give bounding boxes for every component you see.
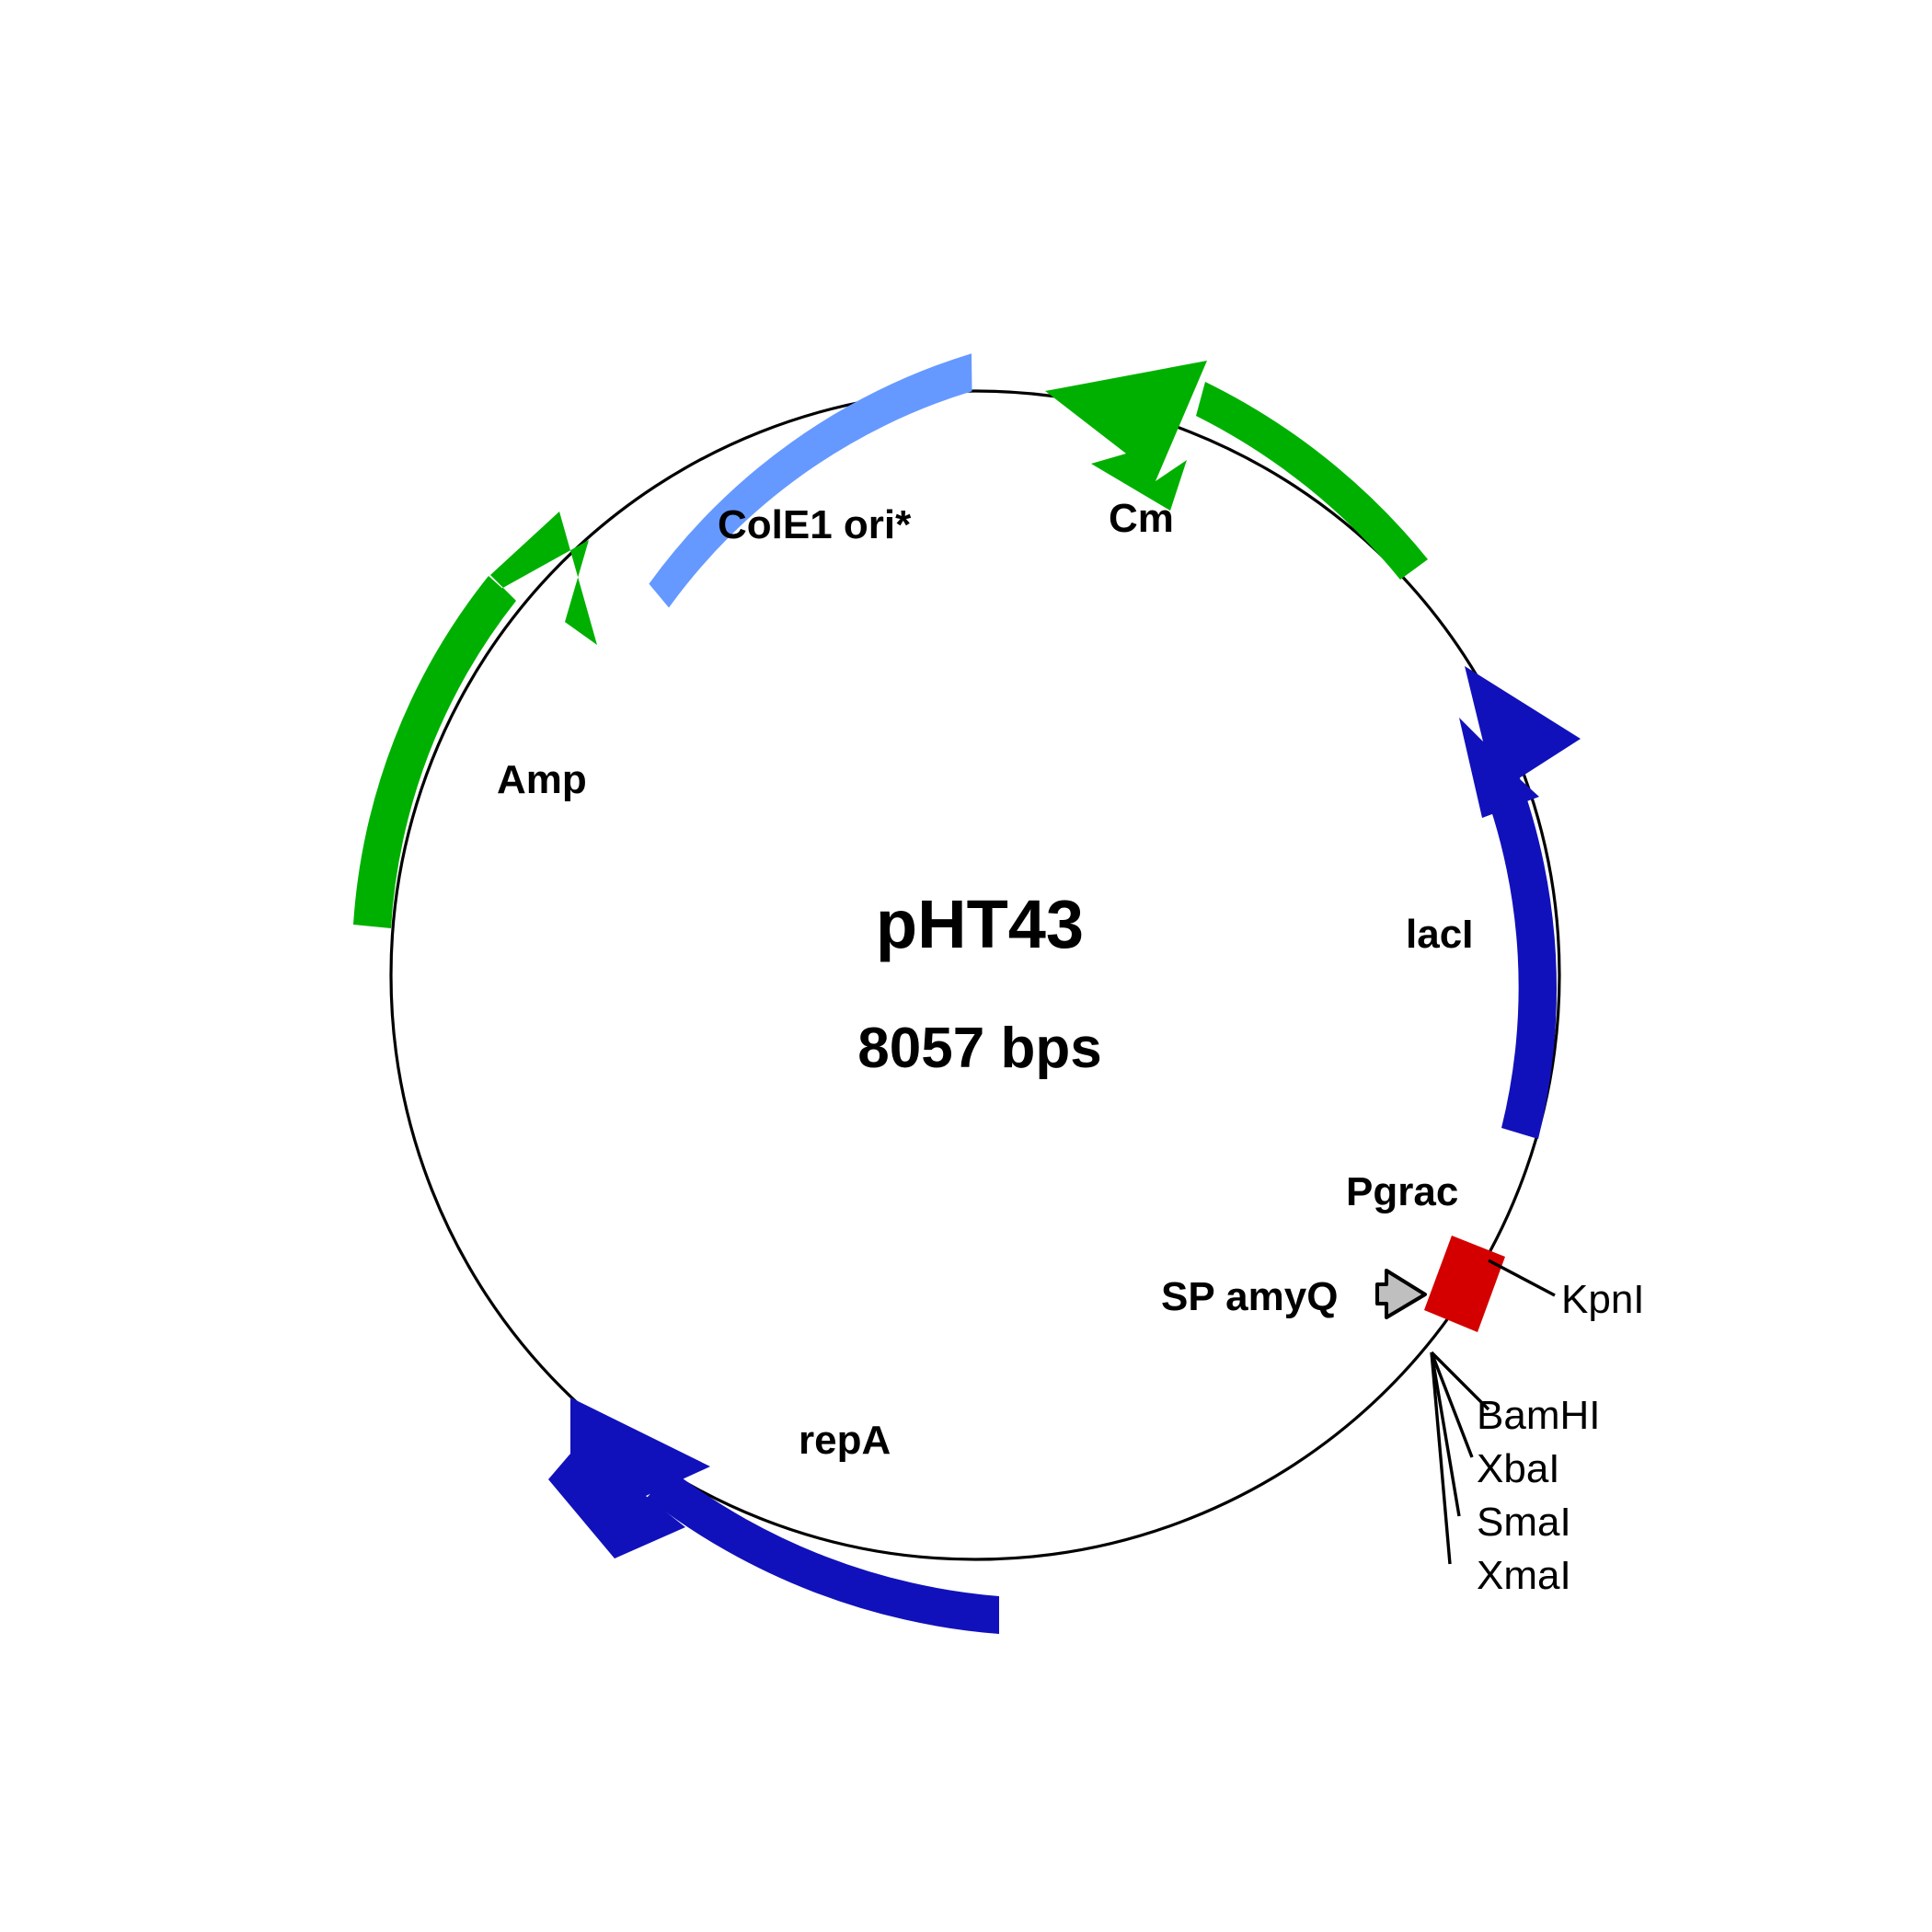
plasmid-backbone-circle — [389, 389, 1561, 1561]
feature-amp[interactable] — [353, 512, 597, 928]
feature-sp-amyq[interactable] — [1375, 1269, 1427, 1319]
repa-arrow-body — [647, 1470, 999, 1634]
site-label-xbai: XbaI — [1477, 1446, 1560, 1491]
laci-arrow-body — [1483, 776, 1557, 1139]
feature-label-pgrac: Pgrac — [1346, 1169, 1458, 1214]
site-label-kpni: KpnI — [1561, 1277, 1645, 1322]
feature-pgrac[interactable] — [1424, 1236, 1505, 1332]
amp-arrow-body — [353, 576, 516, 928]
feature-label-laci: lacI — [1406, 912, 1473, 957]
feature-label-cole1-ori: ColE1 ori* — [718, 502, 912, 547]
feature-label-amp: Amp — [497, 757, 587, 802]
smai-leader-line — [1430, 1351, 1461, 1517]
feature-cole1-ori[interactable] — [649, 353, 972, 608]
feature-label-repa: repA — [799, 1418, 891, 1463]
cole1-ori-arc — [649, 353, 972, 608]
cm-arrowhead — [1045, 361, 1207, 511]
pgrac-box — [1424, 1236, 1505, 1332]
sp-amyq-arrow — [1375, 1269, 1427, 1319]
amp-arrowhead — [466, 512, 597, 645]
plasmid-size: 8057 bps — [857, 1017, 1101, 1080]
feature-cm[interactable] — [1045, 361, 1428, 580]
xbai-leader-line — [1430, 1351, 1474, 1458]
feature-repa[interactable] — [548, 1397, 999, 1634]
feature-label-sp-amyq: SP amyQ — [1161, 1274, 1338, 1319]
laci-arrowhead — [1459, 666, 1581, 818]
site-label-bamhi: BamHI — [1477, 1393, 1600, 1438]
cm-arrow-body — [1196, 382, 1428, 580]
feature-laci[interactable] — [1459, 666, 1581, 1139]
site-label-smai: SmaI — [1477, 1500, 1571, 1545]
bamhi-leader-line — [1430, 1351, 1490, 1411]
kpni-leader-line — [1488, 1259, 1556, 1297]
site-label-xmai: XmaI — [1477, 1553, 1571, 1598]
feature-label-cm: Cm — [1109, 496, 1174, 541]
repa-arrowhead — [548, 1397, 710, 1558]
xmai-leader-line — [1430, 1351, 1452, 1565]
plasmid-name: pHT43 — [876, 886, 1084, 962]
